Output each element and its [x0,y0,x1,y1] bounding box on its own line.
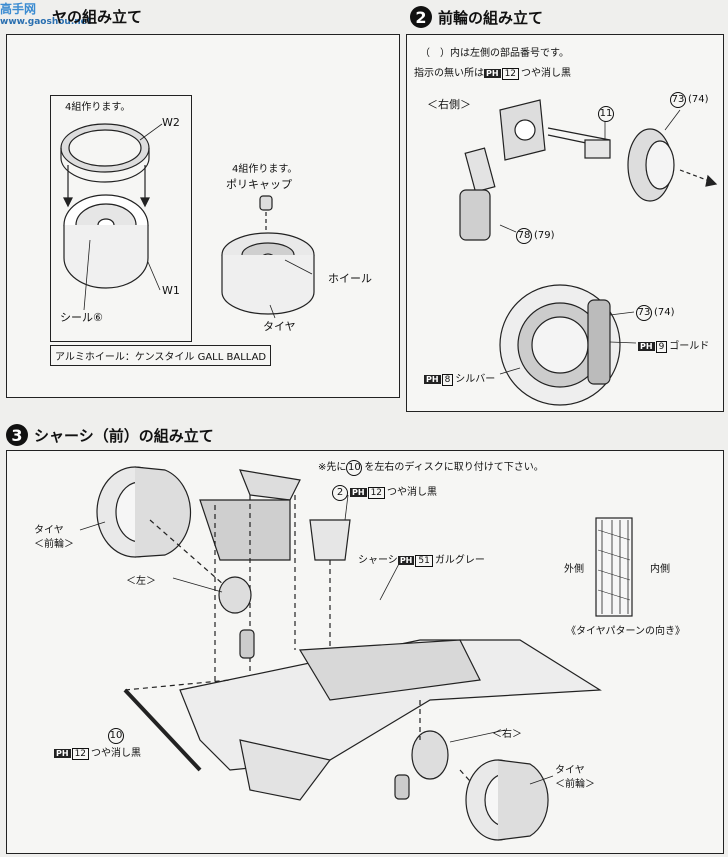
label-polycap: ポリキャップ [226,178,292,191]
part-78-label: 78(79) [516,228,555,244]
polycap-quantity-note: 4組作ります。 [232,164,298,175]
label-tire: タイヤ [263,320,296,333]
label-left: ＜左＞ [126,576,156,587]
tire-outer-label: 外側 [564,564,584,575]
front-tire-left-label: タイヤ ＜前輪＞ [34,525,74,550]
part-73b-label: 73(74) [636,305,675,321]
wheel-quantity-note: 4組作ります。 [65,102,131,113]
step2-title: 2 前輪の組み立て [410,6,543,28]
wheel-caption-box: アルミホイール：ケンスタイル GALL BALLAD [50,345,272,366]
tire-pattern-caption: 《タイヤパターンの向き》 [566,626,685,637]
front-hub-drawing [459,99,718,241]
tire-polycap-drawing [221,195,315,319]
wheel-subpanel [50,95,192,342]
watermark-url: www.gaoshou.net [0,17,92,27]
label-w2: W2 [162,116,180,129]
left-parts-note: （ ）内は左側の部品番号です。 [420,48,569,59]
step2-number: 2 [410,6,432,28]
wheel-caption: アルミホイール：ケンスタイル GALL BALLAD [55,352,267,363]
part-11-label: 11 [598,106,616,122]
label-w1: W1 [162,284,180,297]
front-tire-right-label: タイヤ ＜前輪＞ [555,765,595,790]
step3-title: 3 シャーシ（前）の組み立て [6,424,214,446]
watermark: 高手网 www.gaoshou.net [0,0,91,27]
step1-title: ヤの組み立て [52,8,143,26]
label-wheel: ホイール [328,272,372,285]
label-right-side: ＜右側＞ [427,98,471,111]
chassis-drawing [79,466,633,841]
part-73-label: 73(74) [670,92,709,108]
part-10-label: 10 [108,728,126,744]
label-right: ＜右＞ [492,729,522,740]
label-seal: シール⑥ [60,311,103,324]
step3-number: 3 [6,424,28,446]
tire-inner-label: 内側 [650,564,670,575]
brake-disc-drawing [499,284,637,406]
wheel-exploded-drawing [60,123,163,311]
watermark-text: 高手网 [0,2,37,16]
